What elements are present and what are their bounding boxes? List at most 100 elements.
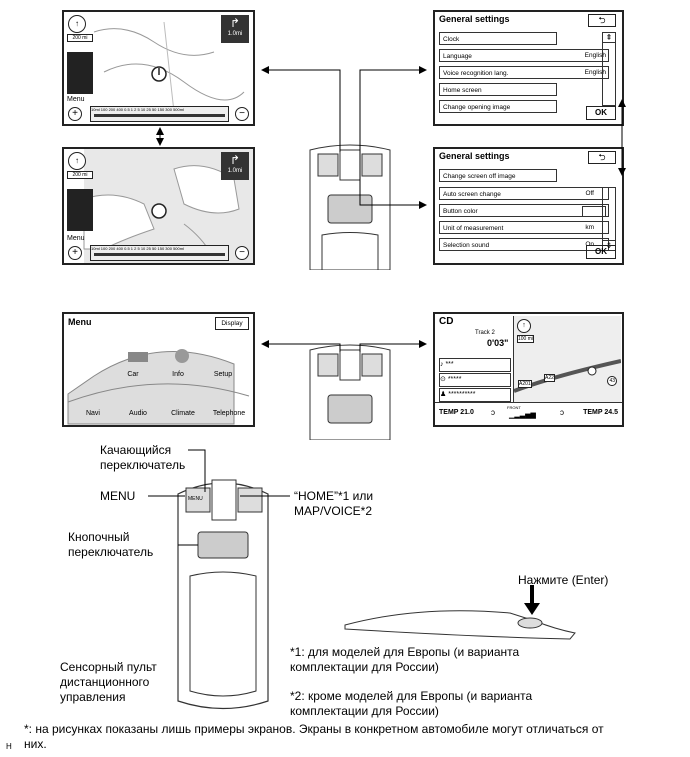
note-2: *2: кроме моделей для Европы (и варианта… xyxy=(290,689,533,718)
menu-button-info[interactable]: Info xyxy=(172,371,184,378)
map-menu-button[interactable]: Menu xyxy=(67,235,85,242)
zoom-out-button[interactable]: − xyxy=(235,246,249,260)
road-label-43: 43 xyxy=(607,376,617,386)
menu-button-navi[interactable]: Navi xyxy=(85,410,100,417)
zoom-out-button[interactable]: − xyxy=(235,107,249,121)
menu-button-setup[interactable]: Setup xyxy=(213,371,233,378)
fan-speed-icon[interactable]: ▁▂▃▅▆ xyxy=(509,412,536,419)
remote-middle-illustration xyxy=(309,344,391,440)
note-1: *1: для моделей для Европы (и варианта к… xyxy=(290,645,520,674)
row-value: English xyxy=(584,52,606,59)
music-note-icon: ♪ xyxy=(440,361,444,368)
map-screen-top: ↑ 200 mi Menu ↱ 1.0mi + − 10ml 100 200 4… xyxy=(62,10,255,126)
settings-row-screen-off-image[interactable]: Change screen off image xyxy=(439,169,557,182)
menu-arc-illustration xyxy=(67,349,250,425)
row-label: Selection sound xyxy=(443,242,490,249)
menu-button-audio[interactable]: Audio xyxy=(129,410,147,417)
settings-row-clock[interactable]: Clock xyxy=(439,32,557,45)
menu-button-climate[interactable]: Climate xyxy=(171,410,195,417)
map-scale-badge: 200 mi xyxy=(67,171,93,179)
ok-button[interactable]: OK xyxy=(586,245,616,259)
press-enter-label: Нажмите (Enter) xyxy=(518,573,609,587)
scale-bar-labels: 10ml 100 200 400 0.5 1 2 5 10 25 50 150 … xyxy=(91,107,184,112)
front-label: FRONT xyxy=(507,405,521,410)
menu-button-car[interactable]: Car xyxy=(127,371,139,378)
footnote: *: на рисунках показаны лишь примеры экр… xyxy=(24,722,604,751)
screen-title: General settings xyxy=(439,14,510,24)
push-switch-label: Кнопочный переключатель xyxy=(68,530,154,559)
remote-menu-button-label[interactable]: MENU xyxy=(188,496,203,502)
button-color-swatch xyxy=(582,206,606,217)
turn-distance: 1.0mi xyxy=(227,168,243,174)
track-time: 0'03" xyxy=(487,338,509,348)
compass-icon[interactable]: ↑ xyxy=(517,319,531,333)
fan-right-icon[interactable]: ↄ xyxy=(560,408,564,417)
map-illustration xyxy=(93,21,245,113)
scroll-up-icon[interactable]: ⇞ xyxy=(603,33,615,43)
home-label: “HOME”*1 или MAP/VOICE*2 xyxy=(294,489,374,518)
turn-distance: 1.0mi xyxy=(227,31,243,37)
map-screen-bottom: ↑ 200 mi Menu ↱ 1.0mi + − 10ml 100 200 4… xyxy=(62,147,255,265)
scrollbar[interactable]: ⇟ xyxy=(602,187,616,251)
settings-row-voice-lang[interactable]: Voice recognition lang. English xyxy=(439,66,609,79)
item-text: ********** xyxy=(448,391,476,398)
ok-button[interactable]: OK xyxy=(586,106,616,120)
audio-item-3[interactable]: ♟ ********** xyxy=(439,388,511,402)
scrollbar[interactable]: ⇞ xyxy=(602,32,616,106)
zoom-in-button[interactable]: + xyxy=(68,107,82,121)
map-side-controls[interactable] xyxy=(67,52,93,94)
settings-row-home-screen[interactable]: Home screen xyxy=(439,83,557,96)
road-label-a22: A22 xyxy=(544,374,555,382)
map-menu-button[interactable]: Menu xyxy=(67,96,85,103)
menu-title: Menu xyxy=(68,317,92,327)
road-illustration xyxy=(514,359,621,393)
compass-icon[interactable]: ↑ xyxy=(68,152,86,170)
settings-row-selection-sound[interactable]: Selection sound On xyxy=(439,238,609,251)
corner-mark: H xyxy=(6,742,12,751)
road-label-a201: A201 xyxy=(518,380,532,388)
turn-arrow-icon: ↱ xyxy=(229,153,241,167)
item-text: ***** xyxy=(447,376,462,383)
europe-map-illustration xyxy=(83,149,253,263)
row-label: Language xyxy=(443,53,472,60)
temp-left[interactable]: TEMP 21.0 xyxy=(439,409,474,416)
back-button[interactable]: ⮌ xyxy=(588,14,616,27)
scale-bar[interactable]: 10ml 100 200 400 0.5 1 2 5 10 25 50 150 … xyxy=(90,106,229,122)
menu-label: MENU xyxy=(100,489,136,503)
source-title: CD xyxy=(439,316,454,327)
turn-indicator: ↱ 1.0mi xyxy=(221,152,249,180)
row-value: On xyxy=(585,241,594,248)
touch-remote-label: Сенсорный пульт дистанционного управлени… xyxy=(60,660,157,704)
remote-large-illustration xyxy=(177,479,269,710)
fan-left-icon[interactable]: ↄ xyxy=(491,408,495,417)
row-value: km xyxy=(585,224,594,231)
row-value: English xyxy=(584,69,606,76)
back-button[interactable]: ⮌ xyxy=(588,151,616,164)
row-label: Button color xyxy=(443,208,478,215)
menu-button-telephone[interactable]: Telephone xyxy=(212,410,246,417)
temp-right[interactable]: TEMP 24.5 xyxy=(583,409,618,416)
compass-icon[interactable]: ↑ xyxy=(68,15,86,33)
home-screen: CD Track 2 0'03" ♪ *** ⊙ ***** ♟ *******… xyxy=(433,312,624,427)
row-label: Home screen xyxy=(443,87,482,94)
audio-item-2[interactable]: ⊙ ***** xyxy=(439,373,511,387)
row-label: Voice recognition lang. xyxy=(443,70,509,77)
settings-row-button-color[interactable]: Button color xyxy=(439,204,609,217)
turn-indicator: ↱ 1.0mi xyxy=(221,15,249,43)
scale-bar[interactable]: 10ml 100 200 400 0.5 1 2 5 10 25 50 150 … xyxy=(90,245,229,261)
general-settings-screen-2: General settings ⮌ Change screen off ima… xyxy=(433,147,624,265)
settings-row-opening-image[interactable]: Change opening image xyxy=(439,100,557,113)
zoom-in-button[interactable]: + xyxy=(68,246,82,260)
disc-icon: ⊙ xyxy=(440,376,446,383)
map-scale-badge: 100 mi xyxy=(517,335,535,343)
settings-row-language[interactable]: Language English xyxy=(439,49,609,62)
item-text: *** xyxy=(445,361,454,368)
display-button[interactable]: Display xyxy=(215,317,249,330)
climate-bar: TEMP 21.0 ↄ FRONT ▁▂▃▅▆ ↄ TEMP 24.5 xyxy=(435,402,622,425)
audio-item-1[interactable]: ♪ *** xyxy=(439,358,511,372)
map-side-controls[interactable] xyxy=(67,189,93,231)
mini-map[interactable]: ↑ 100 mi A201 A22 43 xyxy=(513,316,621,402)
